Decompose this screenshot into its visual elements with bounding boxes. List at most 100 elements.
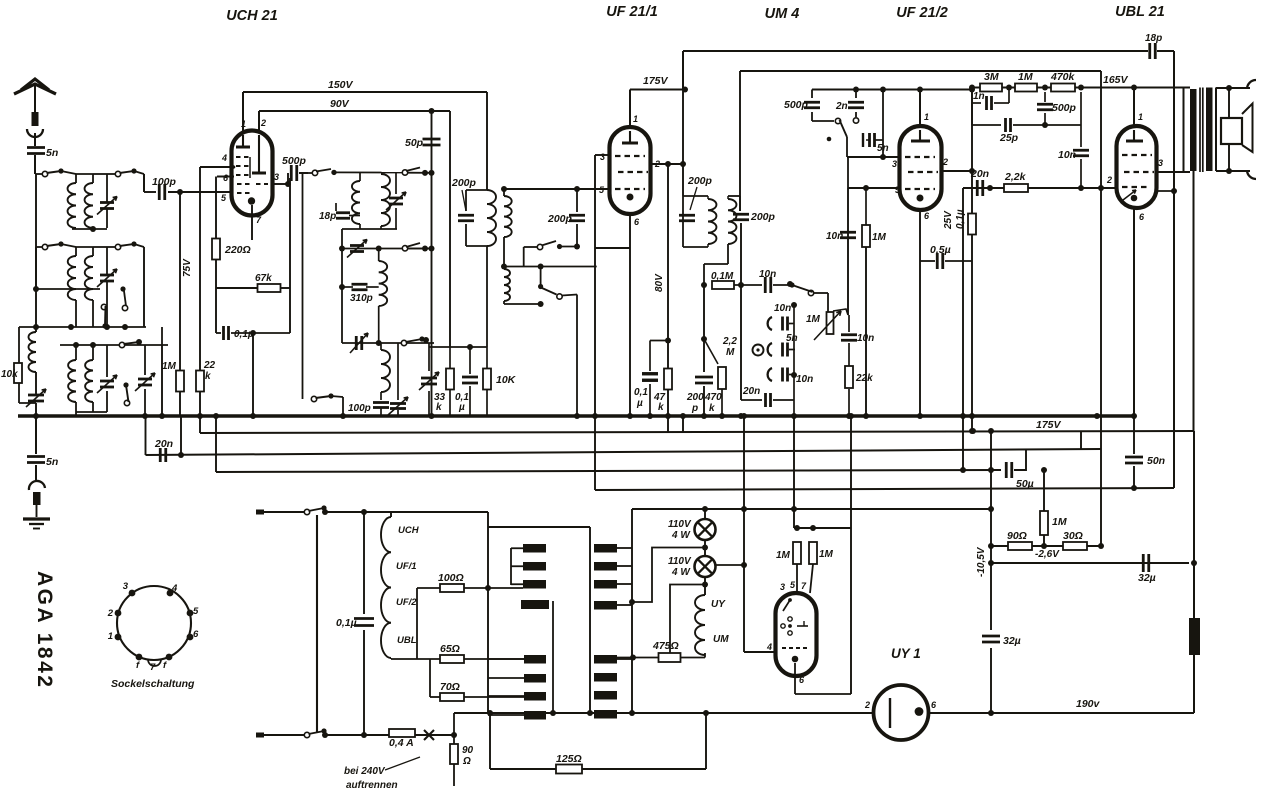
svg-text:2: 2	[260, 118, 266, 128]
svg-text:10n: 10n	[826, 231, 843, 242]
svg-text:1: 1	[924, 112, 929, 122]
svg-text:100Ω: 100Ω	[438, 572, 464, 584]
svg-text:µ: µ	[458, 402, 465, 413]
svg-text:3: 3	[892, 159, 897, 169]
svg-text:18p: 18p	[1145, 33, 1162, 44]
svg-text:10n: 10n	[774, 303, 791, 314]
svg-text:f: f	[136, 660, 140, 671]
svg-text:2n: 2n	[835, 101, 848, 112]
svg-text:UY 1: UY 1	[891, 646, 921, 661]
svg-text:2: 2	[864, 700, 870, 710]
svg-text:UF/1: UF/1	[396, 561, 417, 572]
svg-text:k: k	[658, 402, 664, 413]
svg-text:50n: 50n	[1147, 455, 1165, 467]
svg-text:190v: 190v	[1076, 698, 1101, 710]
svg-text:5n: 5n	[786, 333, 798, 344]
svg-text:10n: 10n	[796, 374, 813, 385]
svg-text:25V: 25V	[943, 210, 954, 230]
svg-text:47: 47	[653, 392, 666, 403]
svg-text:2,2k: 2,2k	[1004, 171, 1027, 183]
svg-text:6: 6	[223, 173, 229, 183]
svg-text:0,1M: 0,1M	[711, 271, 734, 282]
svg-text:3: 3	[780, 582, 785, 592]
svg-text:7: 7	[256, 215, 262, 225]
svg-text:3M: 3M	[984, 71, 999, 83]
svg-text:UBL: UBL	[397, 635, 417, 646]
svg-text:200p: 200p	[451, 177, 477, 189]
svg-text:1: 1	[633, 114, 638, 124]
svg-text:0,1µ: 0,1µ	[336, 617, 357, 629]
svg-text:100p: 100p	[348, 403, 371, 414]
svg-text:µ: µ	[636, 398, 643, 409]
svg-text:1M: 1M	[872, 232, 887, 243]
svg-text:110V: 110V	[668, 556, 692, 567]
svg-text:200p: 200p	[750, 211, 776, 223]
svg-text:5: 5	[221, 193, 227, 203]
svg-text:3: 3	[1158, 158, 1163, 168]
svg-text:200: 200	[686, 392, 704, 403]
svg-text:50p: 50p	[405, 137, 424, 149]
svg-text:4: 4	[221, 153, 227, 163]
svg-text:75V: 75V	[182, 258, 193, 277]
svg-text:470: 470	[704, 392, 722, 403]
svg-text:M: M	[726, 347, 735, 358]
svg-text:auftrennen: auftrennen	[346, 780, 398, 791]
svg-text:1M: 1M	[819, 549, 834, 560]
svg-text:1M: 1M	[1052, 516, 1067, 528]
svg-text:UCH: UCH	[398, 525, 420, 536]
svg-text:Ω: Ω	[462, 756, 471, 767]
svg-text:220Ω: 220Ω	[224, 244, 251, 256]
svg-text:20n: 20n	[742, 386, 760, 397]
svg-text:UF 21/2: UF 21/2	[896, 5, 948, 21]
svg-text:470k: 470k	[1050, 71, 1076, 83]
svg-text:-2,6V: -2,6V	[1035, 549, 1060, 560]
svg-text:165V: 165V	[1103, 74, 1129, 86]
svg-text:90Ω: 90Ω	[1007, 530, 1027, 542]
svg-text:310p: 310p	[350, 293, 373, 304]
svg-text:67k: 67k	[255, 273, 272, 284]
svg-text:UF 21/1: UF 21/1	[606, 4, 658, 20]
svg-text:10K: 10K	[496, 374, 517, 386]
svg-text:32µ: 32µ	[1138, 572, 1156, 584]
svg-text:2: 2	[942, 157, 948, 167]
svg-text:5: 5	[599, 185, 605, 195]
svg-text:UBL 21: UBL 21	[1115, 4, 1165, 20]
svg-text:175V: 175V	[643, 75, 669, 87]
svg-text:80V: 80V	[654, 273, 665, 292]
svg-text:22: 22	[203, 360, 216, 371]
svg-text:UF/2: UF/2	[396, 597, 417, 608]
svg-text:20n: 20n	[154, 438, 173, 450]
svg-text:65Ω: 65Ω	[440, 643, 460, 655]
svg-text:bei 240V: bei 240V	[344, 766, 386, 777]
svg-text:3: 3	[123, 581, 129, 592]
svg-text:6: 6	[193, 629, 199, 640]
svg-text:500p: 500p	[1052, 102, 1077, 114]
svg-text:0,1µ: 0,1µ	[234, 329, 254, 340]
svg-text:2: 2	[107, 608, 114, 619]
svg-text:150V: 150V	[328, 79, 354, 91]
svg-text:UCH 21: UCH 21	[226, 8, 278, 24]
svg-text:0,1µ: 0,1µ	[955, 209, 966, 229]
svg-text:AGA 1842: AGA 1842	[33, 571, 56, 689]
svg-text:7: 7	[150, 662, 156, 673]
svg-text:6: 6	[799, 675, 805, 685]
svg-text:1: 1	[108, 631, 113, 642]
svg-text:200p: 200p	[687, 175, 713, 187]
svg-text:30Ω: 30Ω	[1063, 530, 1083, 542]
svg-text:110V: 110V	[668, 519, 692, 530]
svg-text:22k: 22k	[855, 373, 873, 384]
svg-text:6: 6	[924, 211, 930, 221]
svg-text:3: 3	[274, 172, 279, 182]
svg-text:10n: 10n	[1058, 149, 1076, 161]
svg-text:175V: 175V	[1036, 419, 1062, 431]
svg-text:33: 33	[434, 392, 446, 403]
svg-text:10n: 10n	[759, 269, 776, 280]
svg-text:70Ω: 70Ω	[440, 681, 460, 693]
svg-text:2,2: 2,2	[722, 336, 737, 347]
svg-text:5n: 5n	[46, 456, 58, 468]
svg-text:1M: 1M	[776, 550, 791, 561]
svg-text:5: 5	[895, 185, 901, 195]
svg-text:1: 1	[1138, 112, 1143, 122]
svg-text:5: 5	[790, 580, 796, 590]
svg-text:500p: 500p	[282, 155, 307, 167]
